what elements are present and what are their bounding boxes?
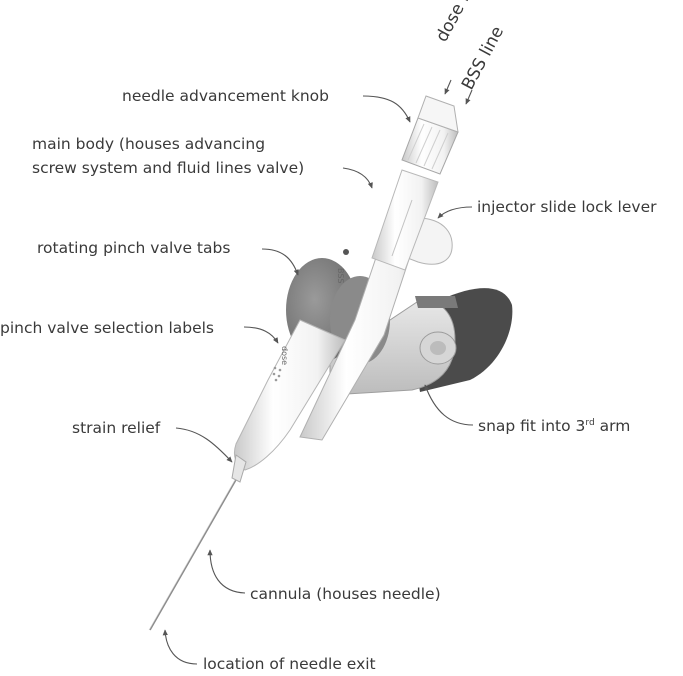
main-body-label-line1: main body (houses advancing [32,135,266,153]
cannula-needle [149,477,238,631]
rotating-pinch-valve-tabs-label: rotating pinch valve tabs [37,239,231,257]
snap-fit-text: snap fit into 3 [478,417,586,435]
main-body-label-line2: screw system and fluid lines valve) [32,159,305,177]
needle-exit-label: location of needle exit [203,655,376,673]
pinch-valve-selection-labels-label: pinch valve selection labels [0,319,215,337]
injector-slide-lock-lever-label: injector slide lock lever [477,198,657,216]
snap-fit-superscript: rd [585,418,595,428]
main-body [233,169,439,471]
valve-marking-upper: BSS [336,268,345,284]
strain-relief-label: strain relief [72,419,161,437]
snap-fit-suffix: arm [594,417,631,435]
strain-relief-part [231,454,247,483]
cannula-label: cannula (houses needle) [250,585,441,603]
snap-fit-label: snap fit into 3rd arm [478,416,630,436]
needle-advancement-knob-label: needle advancement knob [122,87,329,105]
needle-advancement-knob [401,95,459,175]
valve-marking-lower: dose [280,346,289,365]
